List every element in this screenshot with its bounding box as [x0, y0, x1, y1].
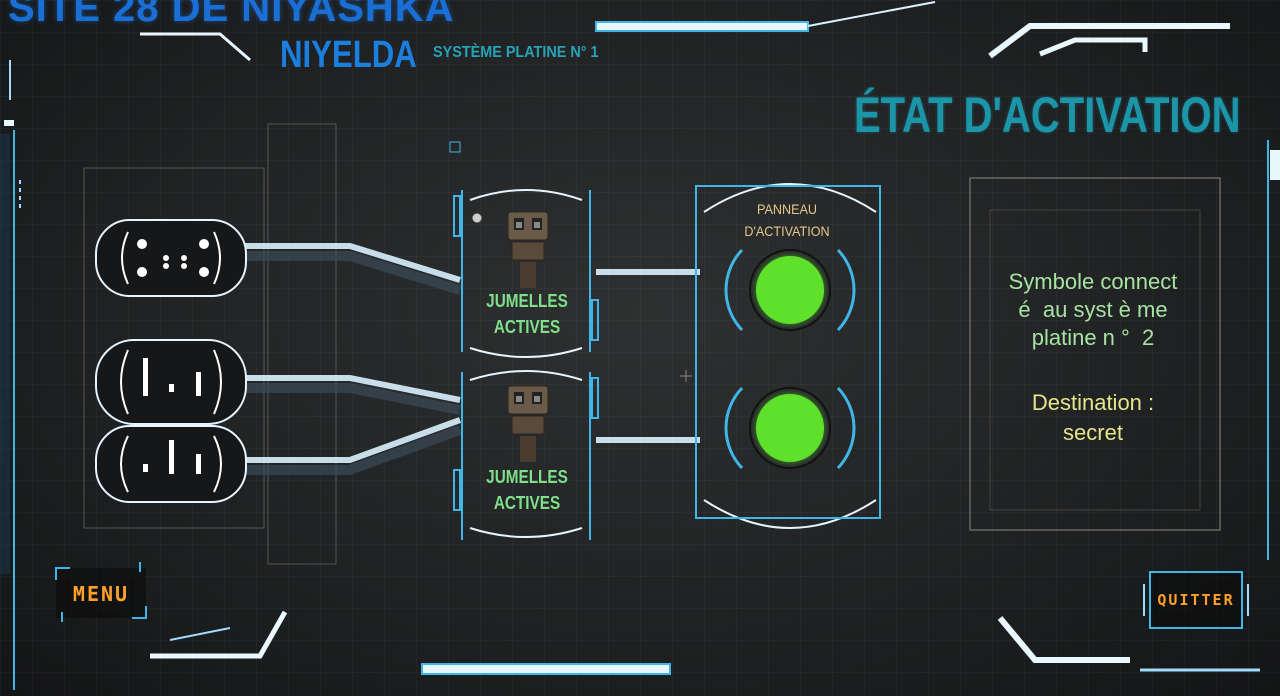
binocular-device-icon	[507, 385, 549, 462]
dot-bar-bar-symbol-icon	[143, 440, 201, 474]
site-title: SITE 28 DE NIYASHKA	[8, 0, 455, 30]
binocular-device-icon	[507, 211, 549, 288]
symbol-slot-1[interactable]	[95, 219, 247, 297]
destination-info: Destination : secret	[1000, 388, 1186, 448]
info-line: Symbole connect	[1008, 269, 1178, 294]
activation-light-2[interactable]	[756, 394, 824, 462]
destination-value: secret	[1063, 420, 1123, 445]
activation-state-title: ÉTAT D'ACTIVATION	[854, 87, 1241, 143]
binoculars-status-line: JUMELLES	[486, 291, 568, 311]
binoculars-status-2: JUMELLES ACTIVES	[472, 464, 583, 516]
binoculars-status-line: ACTIVES	[493, 317, 561, 337]
binoculars-status-1: JUMELLES ACTIVES	[472, 288, 583, 340]
six-dots-symbol-icon	[137, 239, 209, 277]
connection-info: Symbole connect é au syst è me platine n…	[978, 268, 1208, 352]
panel-label-line: D'ACTIVATION	[744, 223, 830, 239]
system-label: SYSTÈME PLATINE N° 1	[433, 44, 599, 61]
destination-label: Destination :	[1031, 390, 1155, 415]
quit-button[interactable]: QUITTER	[1150, 572, 1242, 628]
activation-light-1[interactable]	[756, 256, 824, 324]
bar-dot-bar-symbol-icon	[143, 358, 201, 396]
location-title: NIYELDA	[280, 34, 417, 76]
symbol-slot-3[interactable]	[95, 425, 247, 503]
symbol-slot-2[interactable]	[95, 339, 247, 425]
menu-button[interactable]: MENU	[56, 568, 146, 618]
panel-label-line: PANNEAU	[757, 201, 817, 217]
info-line: é au syst è me	[1018, 297, 1168, 322]
binoculars-status-line: JUMELLES	[486, 467, 568, 487]
activation-panel-label: PANNEAU D'ACTIVATION	[720, 198, 855, 242]
binoculars-status-line: ACTIVES	[493, 493, 561, 513]
info-line: platine n ° 2	[1031, 325, 1155, 350]
